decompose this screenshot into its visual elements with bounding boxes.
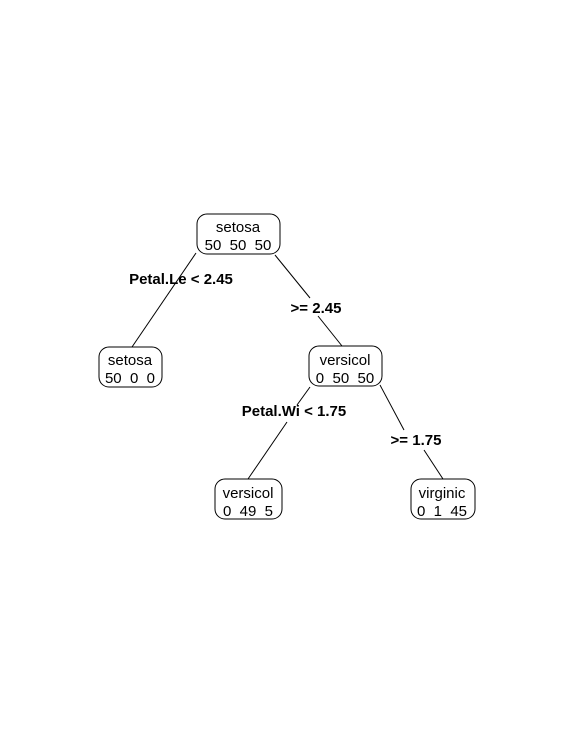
edge-right-to-right-left-lower bbox=[247, 421, 288, 480]
node-right-left-counts: 0 49 5 bbox=[223, 503, 273, 520]
edge-root-to-right bbox=[274, 254, 311, 299]
edge-right-to-right-left bbox=[296, 386, 311, 406]
node-root-class: setosa bbox=[216, 219, 261, 236]
edge-right-to-right-right-lower bbox=[423, 449, 444, 480]
node-left-class: setosa bbox=[108, 352, 153, 369]
node-right-right-class: virginic bbox=[419, 485, 466, 502]
node-root-counts: 50 50 50 bbox=[205, 237, 272, 254]
split-label-root-left: Petal.Le < 2.45 bbox=[129, 271, 233, 288]
tree-node-right: versicol 0 50 50 bbox=[308, 345, 383, 387]
tree-node-left-leaf: setosa 50 0 0 bbox=[98, 346, 163, 388]
split-label-right-right: >= 1.75 bbox=[391, 432, 442, 449]
edge-root-to-right-lower bbox=[317, 315, 343, 347]
tree-node-root: setosa 50 50 50 bbox=[196, 213, 281, 255]
split-label-right-left: Petal.Wi < 1.75 bbox=[242, 403, 347, 420]
tree-node-right-left-leaf: versicol 0 49 5 bbox=[214, 478, 283, 520]
node-right-left-class: versicol bbox=[223, 485, 274, 502]
edge-right-to-right-right bbox=[379, 384, 405, 431]
node-right-counts: 0 50 50 bbox=[316, 370, 374, 387]
edge-root-to-left bbox=[131, 252, 197, 348]
node-left-counts: 50 0 0 bbox=[105, 370, 155, 387]
tree-node-right-right-leaf: virginic 0 1 45 bbox=[410, 478, 476, 520]
node-right-class: versicol bbox=[320, 352, 371, 369]
split-label-root-right: >= 2.45 bbox=[291, 300, 342, 317]
node-right-right-counts: 0 1 45 bbox=[417, 503, 467, 520]
